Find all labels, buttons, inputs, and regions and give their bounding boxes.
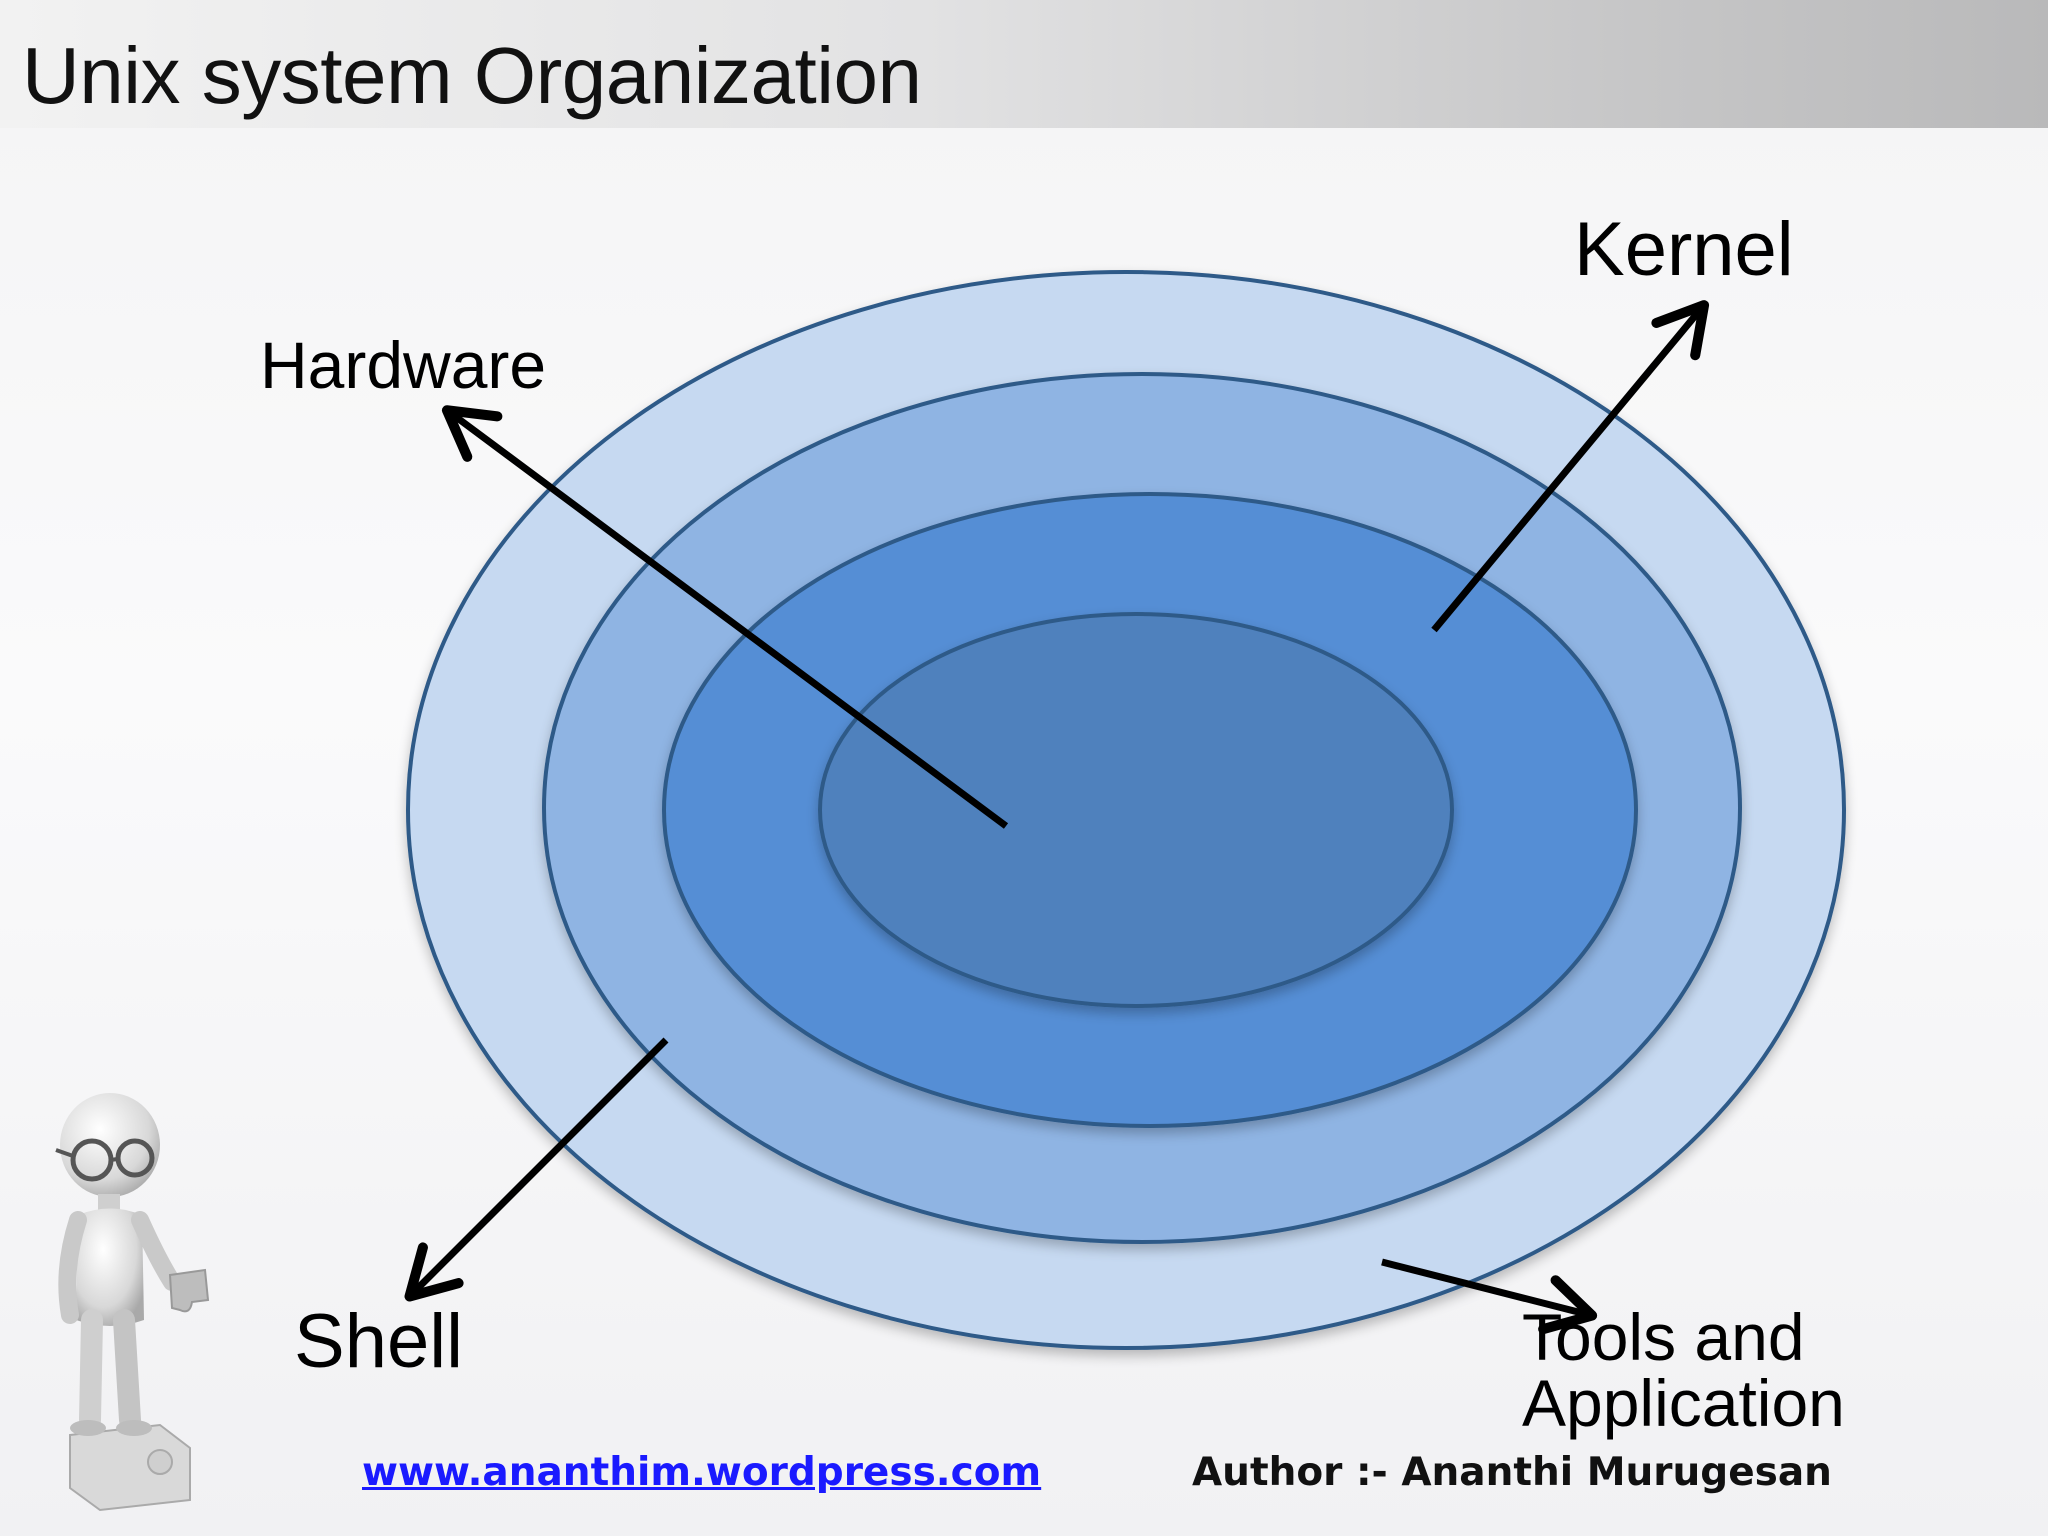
shell-label: Shell (294, 1299, 463, 1384)
author-credit: Author :- Ananthi Murugesan (1192, 1450, 1832, 1495)
tools-label-line1: Tools and (1522, 1300, 1805, 1374)
website-link[interactable]: www.ananthim.wordpress.com (362, 1450, 1042, 1495)
hardware-label: Hardware (260, 328, 547, 402)
person-with-puzzle-icon (55, 1093, 210, 1512)
tools-and-application-label: Tools and Application (1522, 1304, 1845, 1436)
hardware-arrow (441, 405, 1009, 829)
title-bar (0, 0, 2048, 128)
tools-arrow (1381, 1258, 1598, 1335)
kernel-arrow (1431, 300, 1710, 633)
slide-title: Unix system Organization (22, 31, 922, 120)
shell-arrow (404, 1037, 669, 1302)
hardware-layer (818, 612, 1454, 1008)
tools-label-line2: Application (1522, 1366, 1845, 1440)
kernel-label: Kernel (1574, 207, 1794, 292)
